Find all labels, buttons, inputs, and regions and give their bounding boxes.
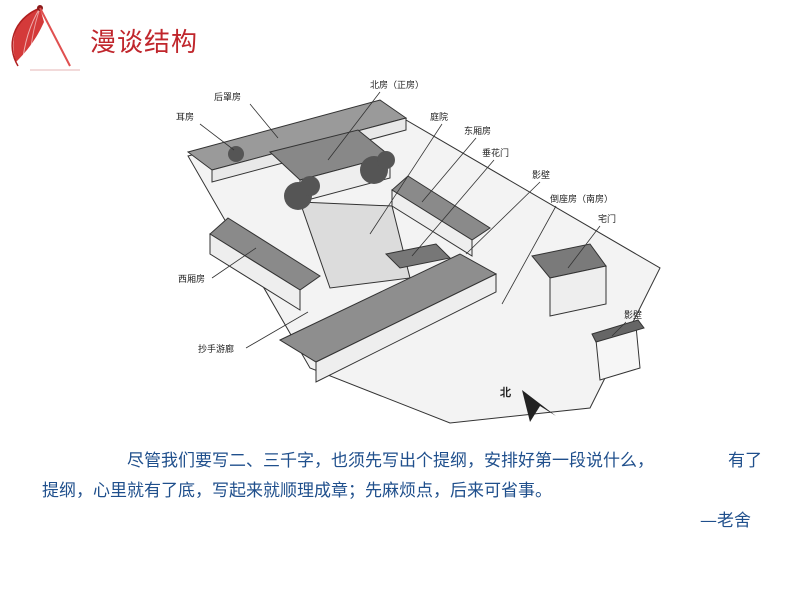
label-ying-bi-inner: 影壁	[532, 169, 550, 181]
page-title: 漫谈结构	[90, 28, 199, 58]
label-chui-hua-men: 垂花门	[482, 147, 509, 159]
label-hou-zhao-fang: 后罩房	[214, 91, 241, 103]
label-chao-shou-you-lang: 抄手游廊	[198, 343, 234, 355]
label-er-fang: 耳房	[176, 111, 194, 123]
quote-overlay-text: 有了	[728, 451, 762, 471]
label-bei-fang: 北房（正房）	[370, 79, 424, 91]
siheyuan-diagram: 后罩房 北房（正房） 耳房 庭院 东厢房 垂花门 影壁 倒座房（南房） 宅门 西…	[176, 79, 661, 424]
label-north: 北	[500, 385, 511, 399]
north-arrow-icon	[522, 390, 556, 422]
label-zhai-men: 宅门	[598, 213, 616, 225]
quote-line-1: 尽管我们要写二、三千字，也须先写出个提纲，安排好第一段说什么，	[127, 451, 654, 471]
quote-paragraph: 尽管我们要写二、三千字，也须先写出个提纲，安排好第一段说什么， 提纲，心里就有了…	[42, 446, 782, 506]
label-dong-xiang-fang: 东厢房	[464, 125, 491, 137]
fan-logo-icon	[11, 5, 80, 71]
label-ying-bi-outer: 影壁	[624, 309, 642, 321]
label-xi-xiang-fang: 西厢房	[178, 273, 205, 285]
quote-line-2: 提纲，心里就有了底，写起来就顺理成章；先麻烦点，后来可省事。	[42, 481, 552, 501]
label-ting-yuan: 庭院	[430, 111, 448, 123]
label-dao-zuo-fang: 倒座房（南房）	[550, 193, 613, 205]
quote-author: —老舍	[700, 511, 751, 531]
